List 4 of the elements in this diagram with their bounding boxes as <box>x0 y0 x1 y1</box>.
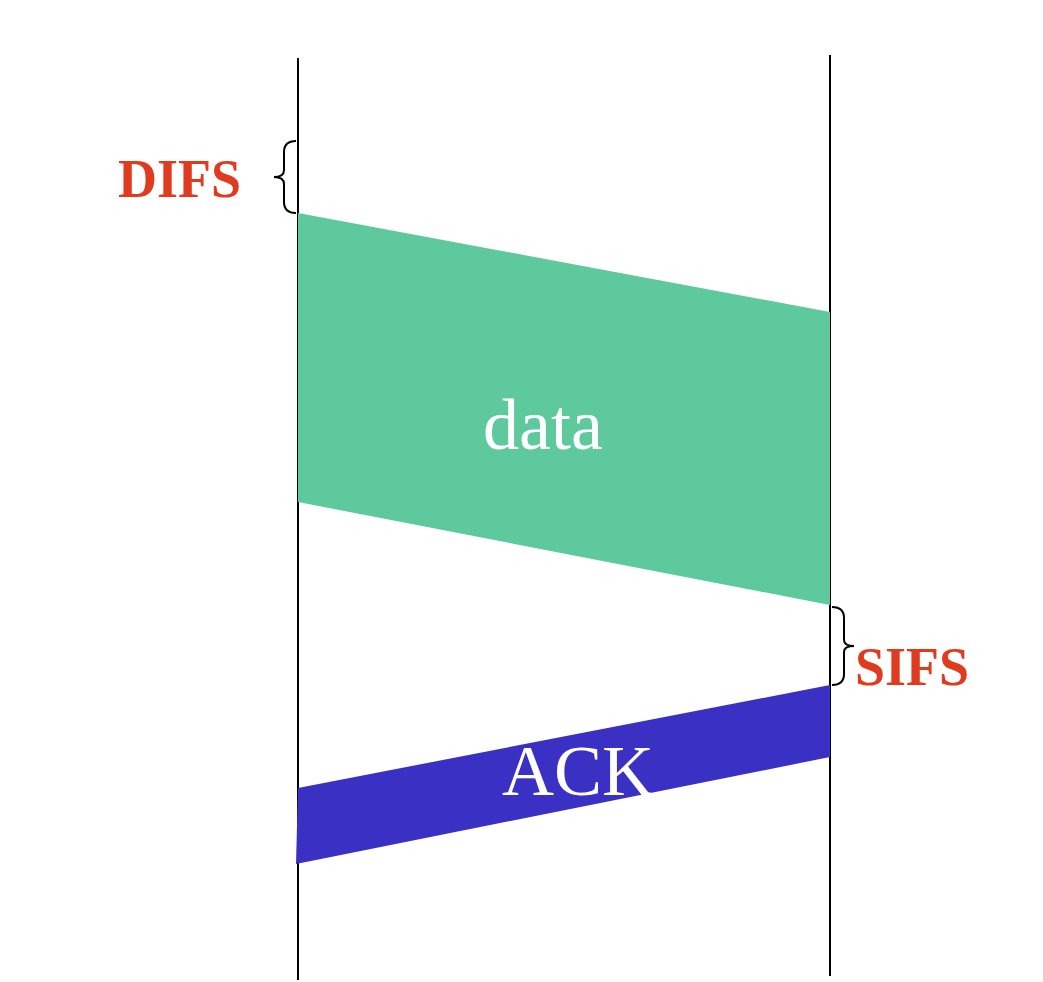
frame-label: ACK <box>502 735 654 807</box>
interval-label: SIFS <box>855 640 970 694</box>
interval-label: DIFS <box>118 152 242 206</box>
frame-label: data <box>483 389 603 461</box>
